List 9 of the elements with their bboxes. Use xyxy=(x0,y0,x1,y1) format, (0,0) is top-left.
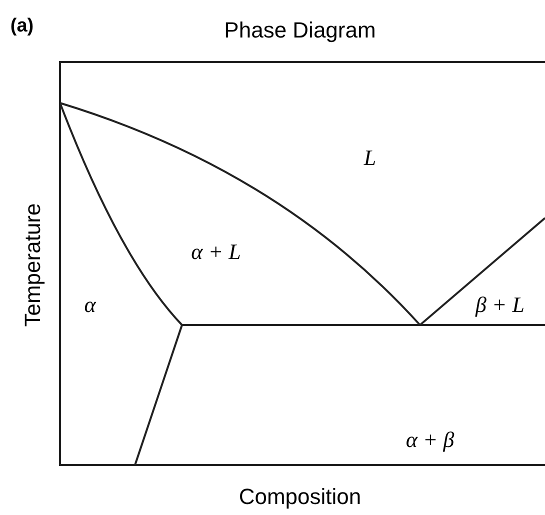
region-label: L xyxy=(364,147,376,169)
region-label: α + L xyxy=(191,241,241,263)
region-label: α + β xyxy=(406,429,454,451)
panel-letter: (a) xyxy=(10,16,34,36)
axis-label: Temperature xyxy=(22,203,44,327)
diagram-title: Phase Diagram xyxy=(224,16,376,44)
region-label: α xyxy=(84,294,96,316)
axis-label: Composition xyxy=(238,486,362,508)
region-label: β + L xyxy=(475,294,525,316)
